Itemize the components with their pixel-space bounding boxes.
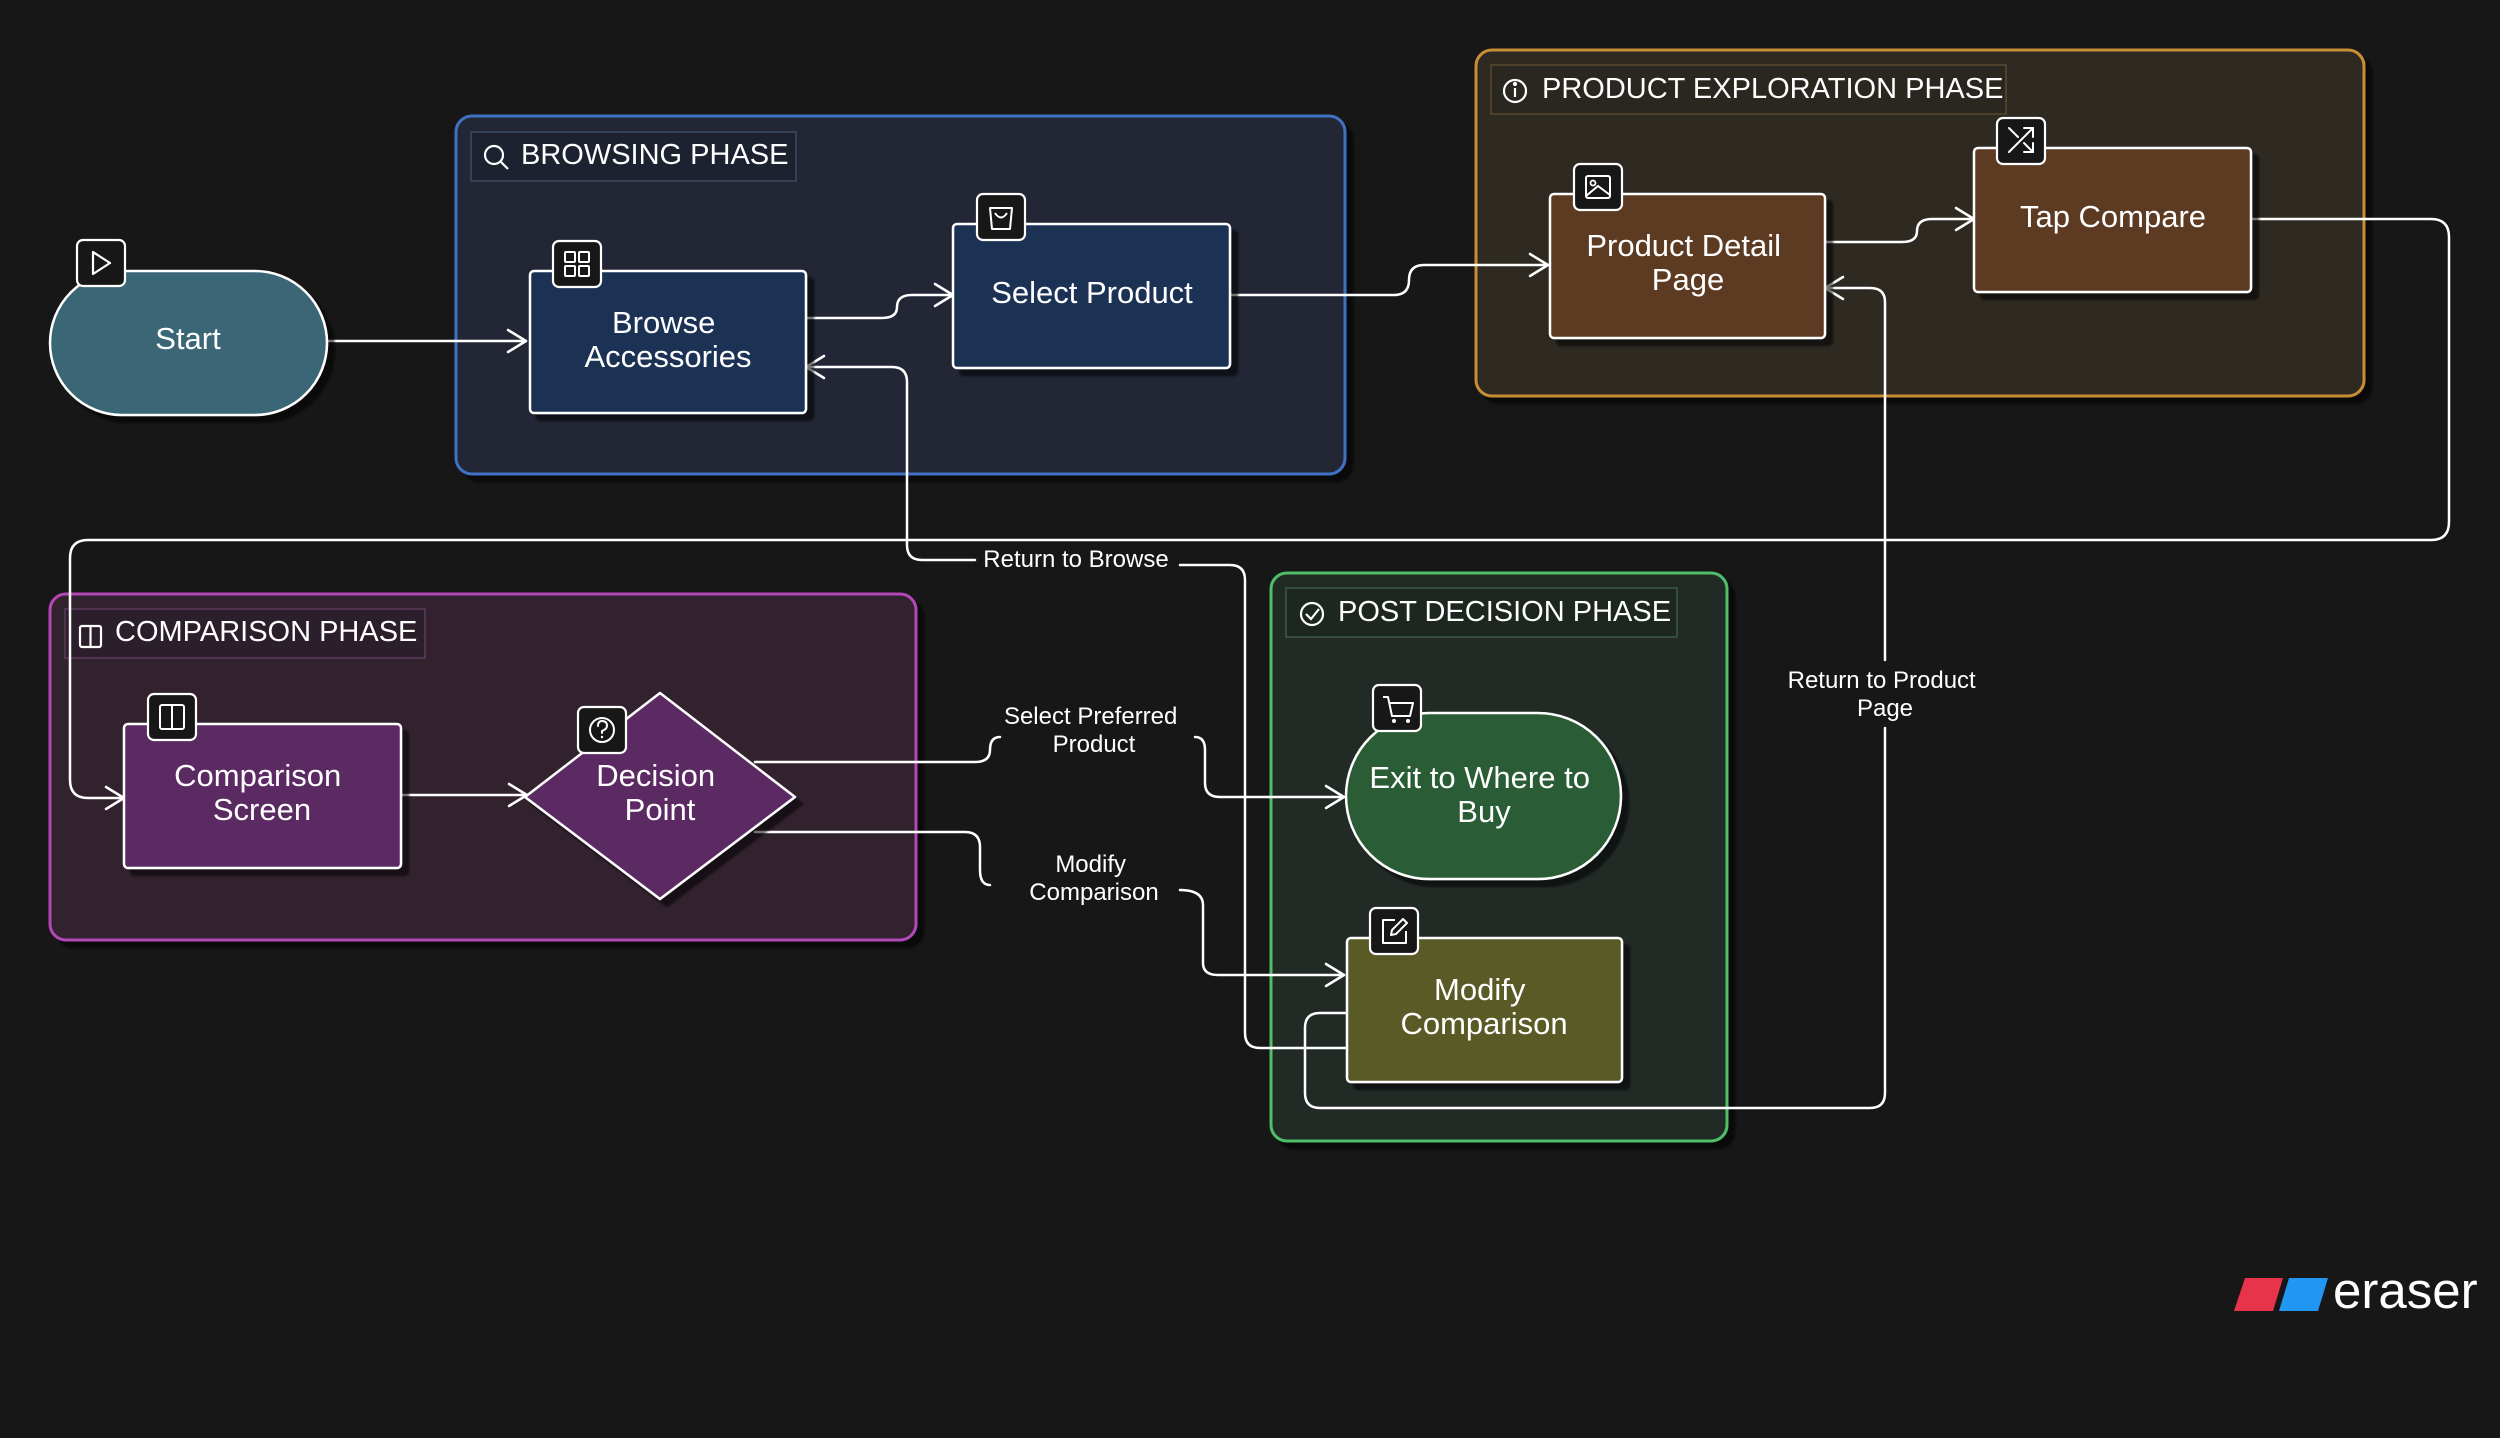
shuffle-icon [1995, 116, 2047, 166]
node-label: Product Detail Page [1586, 228, 1789, 297]
node-start[interactable]: Start [48, 238, 329, 417]
phase-label: POST DECISION PHASE [1338, 596, 1671, 628]
node-label: Tap Compare [2020, 199, 2206, 234]
help-circle-icon [576, 705, 628, 755]
image-icon [1572, 162, 1624, 212]
edit-icon [1368, 906, 1420, 956]
phase-label: COMPARISON PHASE [115, 616, 417, 648]
columns-icon [146, 692, 198, 742]
node-label: Select Product [991, 275, 1193, 310]
edge-decision-modify [753, 830, 992, 887]
node-label: Exit to Where to Buy [1369, 760, 1598, 829]
play-icon [75, 238, 127, 288]
node-comparison-screen[interactable]: Comparison Screen [122, 692, 403, 870]
brand-name: eraser [2333, 1262, 2478, 1319]
node-select-product[interactable]: Select Product [951, 192, 1232, 370]
edge-label-select-preferred: Select Preferred Product [1004, 703, 1184, 758]
node-tap-compare[interactable]: Tap Compare [1972, 116, 2253, 294]
shopping-bag-icon [975, 192, 1027, 242]
node-label: Browse Accessories [584, 305, 751, 374]
grid-icon [551, 239, 603, 289]
edges [68, 206, 2451, 1110]
cart-icon [1371, 683, 1423, 733]
node-decision-point[interactable]: Decision Point [523, 691, 797, 901]
eraser-logo: eraser [2234, 1262, 2478, 1319]
search-icon [483, 144, 509, 170]
edge-select-detail [1228, 263, 1550, 297]
node-label: Modify Comparison [1400, 972, 1567, 1041]
phase-label: PRODUCT EXPLORATION PHASE [1542, 73, 2003, 105]
edge-decision-exit [753, 735, 1002, 764]
node-label: Comparison Screen [174, 758, 350, 827]
node-label: Start [155, 321, 221, 356]
edge-label-return-browse: Return to Browse [983, 546, 1168, 573]
info-icon [1502, 78, 1528, 104]
node-label: Decision Point [596, 758, 724, 827]
columns-icon [78, 624, 103, 649]
node-product-detail[interactable]: Product Detail Page [1548, 162, 1827, 340]
node-modify-comparison[interactable]: Modify Comparison [1345, 906, 1624, 1084]
edge-return-product [1303, 726, 1887, 1110]
node-browse-accessories[interactable]: Browse Accessories [528, 239, 808, 415]
edge-compare-screen [68, 217, 2451, 800]
phase-label: BROWSING PHASE [521, 139, 789, 171]
edge-return-browse [1178, 563, 1349, 1050]
edge-label-modify-comparison: Modify Comparison [1029, 851, 1158, 906]
edge-browse-select [804, 293, 955, 320]
edge-detail-compare [1823, 217, 1976, 244]
node-exit-where-to-buy[interactable]: Exit to Where to Buy [1344, 683, 1623, 881]
check-circle-icon [1299, 601, 1325, 627]
edge-label-return-product: Return to Product Page [1788, 667, 1983, 722]
